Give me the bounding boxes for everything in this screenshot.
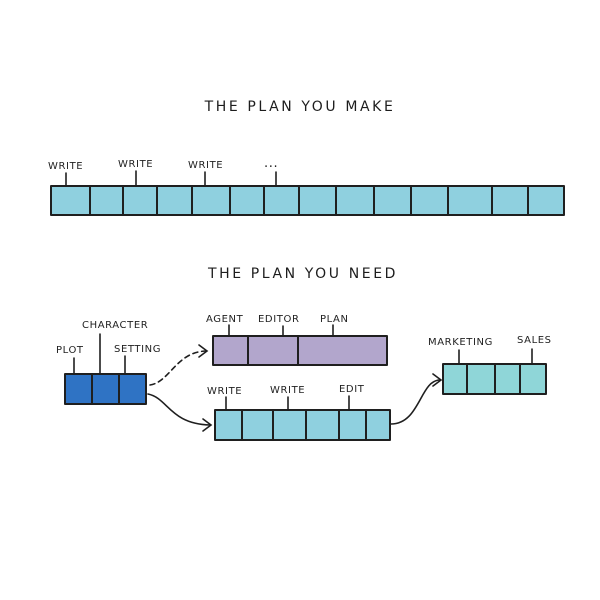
label-setting: SETTING [114,344,161,355]
label-write-1: WRITE [48,161,83,172]
prep-bar [64,373,147,405]
label-write-a: WRITE [207,386,242,397]
label-character: CHARACTER [82,320,148,331]
label-sales: SALES [517,335,552,346]
dashed-arrowhead [198,344,209,358]
publishing-bar-fill [213,336,387,365]
label-plot: PLOT [56,345,84,356]
label-write-3: WRITE [188,160,223,171]
long-bar-outline [50,185,565,216]
heading-plan-you-make: THE PLAN YOU MAKE [204,99,396,115]
label-plan: PLAN [320,314,349,325]
marketing-arrowhead [432,373,443,387]
label-write-2: WRITE [118,159,153,170]
publishing-bar-outline [212,335,388,366]
marketing-bar [442,363,547,395]
label-edit: EDIT [339,384,365,395]
solid-arrow-to-writing [147,393,211,426]
dashed-arrow-to-publishing [149,350,207,386]
solid-arrowhead [202,418,213,432]
prep-bar-outline [64,373,147,405]
label-agent: AGENT [206,314,244,325]
writing-bar [214,409,391,441]
label-marketing: MARKETING [428,337,493,348]
writing-bar-outline [214,409,391,441]
arrow-to-marketing [390,379,441,425]
label-ellipsis: ... [264,156,278,171]
heading-plan-you-need: THE PLAN YOU NEED [207,266,398,282]
long-bar-fill [51,186,564,215]
long-timeline-bar [50,185,565,216]
label-editor: EDITOR [258,314,300,325]
publishing-bar [212,335,388,366]
long-bar-ticks [65,170,277,187]
prep-bar-fill [65,374,146,404]
label-write-b: WRITE [270,385,305,396]
writing-bar-fill [215,410,390,440]
